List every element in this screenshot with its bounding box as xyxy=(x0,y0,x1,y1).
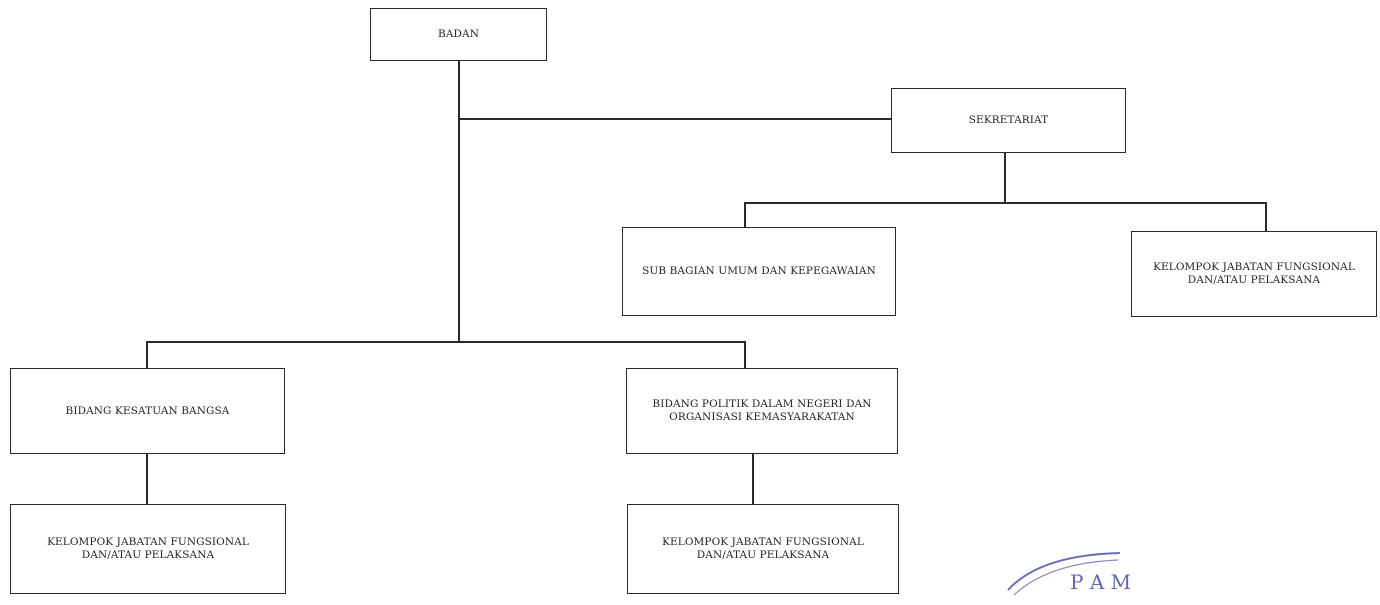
node-kelompok-secretariat-label: KELOMPOK JABATAN FUNGSIONAL DAN/ATAU PEL… xyxy=(1153,261,1355,286)
node-sub-bagian-umum: SUB BAGIAN UMUM DAN KEPEGAWAIAN xyxy=(622,227,896,316)
connector-root-down xyxy=(458,60,460,342)
node-bidang-kesatuan-bangsa: BIDANG KESATUAN BANGSA xyxy=(10,368,285,454)
connector-division-2 xyxy=(744,341,746,369)
node-sub-bagian-umum-label: SUB BAGIAN UMUM DAN KEPEGAWAIAN xyxy=(642,265,876,277)
node-bidang-politik-label: BIDANG POLITIK DALAM NEGERI DAN ORGANISA… xyxy=(652,398,872,423)
node-bidang-kesatuan-bangsa-label: BIDANG KESATUAN BANGSA xyxy=(65,404,230,417)
node-kelompok-politik-label: KELOMPOK JABATAN FUNGSIONAL DAN/ATAU PEL… xyxy=(662,536,864,561)
connector-secretariat-branch xyxy=(744,202,1266,204)
node-badan-label: BADAN xyxy=(438,28,479,40)
node-sekretariat: SEKRETARIAT xyxy=(891,88,1126,153)
node-bidang-politik: BIDANG POLITIK DALAM NEGERI DAN ORGANISA… xyxy=(626,368,898,454)
node-kelompok-secretariat: KELOMPOK JABATAN FUNGSIONAL DAN/ATAU PEL… xyxy=(1131,231,1377,317)
connector-kelompok-secretariat xyxy=(1265,202,1267,232)
connector-subbagian xyxy=(744,202,746,228)
connector-division-1-down xyxy=(146,453,148,505)
connector-divisions-branch xyxy=(146,341,745,343)
node-sekretariat-label: SEKRETARIAT xyxy=(968,114,1049,126)
node-kelompok-kesatuan: KELOMPOK JABATAN FUNGSIONAL DAN/ATAU PEL… xyxy=(10,504,286,594)
stamp-text: P A M xyxy=(1070,570,1131,594)
connector-root-secretariat xyxy=(458,118,892,120)
connector-division-1 xyxy=(146,341,148,369)
node-badan: BADAN xyxy=(370,8,547,61)
official-stamp: P A M xyxy=(1007,552,1131,596)
node-kelompok-kesatuan-label: KELOMPOK JABATAN FUNGSIONAL DAN/ATAU PEL… xyxy=(47,536,249,561)
connector-division-2-down xyxy=(752,453,754,505)
connector-secretariat-down xyxy=(1004,152,1006,202)
node-kelompok-politik: KELOMPOK JABATAN FUNGSIONAL DAN/ATAU PEL… xyxy=(627,504,899,594)
